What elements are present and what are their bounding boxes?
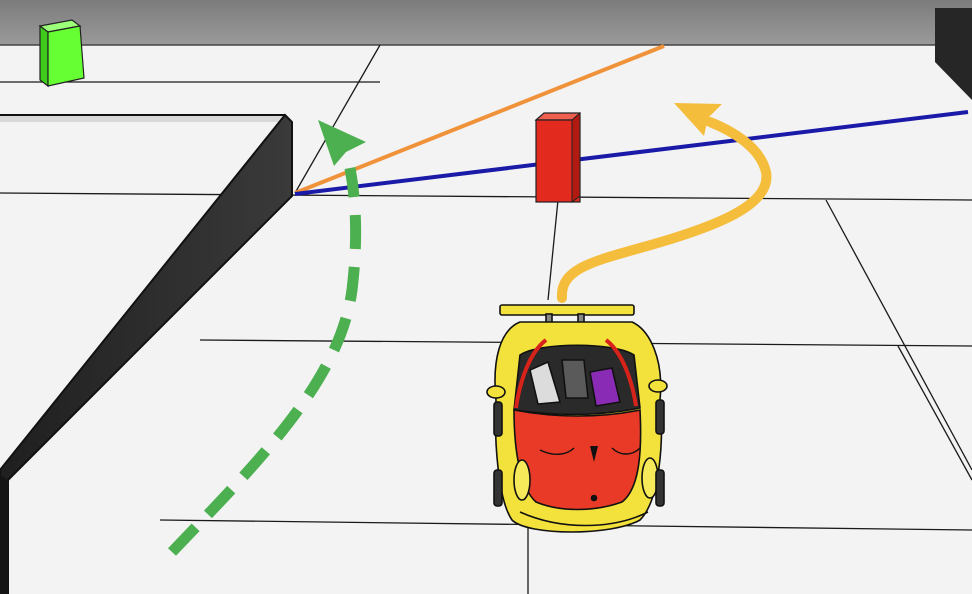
car-hood xyxy=(513,409,642,511)
back-wall xyxy=(0,0,972,45)
yellow-arrowhead xyxy=(674,103,722,136)
yellow-solid-path xyxy=(556,103,772,303)
car xyxy=(486,304,668,533)
right-wall xyxy=(935,8,972,100)
inner-wall xyxy=(0,113,293,594)
car-emblem xyxy=(590,446,598,462)
rear-right-wheel xyxy=(655,399,665,435)
rear-wing xyxy=(499,304,635,316)
front-left-wheel xyxy=(493,469,503,507)
green-dashed-path xyxy=(168,120,366,556)
red-block xyxy=(534,111,581,203)
front-right-wheel xyxy=(655,469,665,507)
left-mirror xyxy=(486,385,506,399)
right-mirror xyxy=(648,379,668,393)
rear-left-wheel xyxy=(493,401,503,437)
green-arrowhead xyxy=(318,120,366,166)
orange-ray xyxy=(294,44,665,195)
left-headlight xyxy=(513,459,531,501)
blue-ray xyxy=(294,110,969,196)
green-block xyxy=(38,19,85,88)
